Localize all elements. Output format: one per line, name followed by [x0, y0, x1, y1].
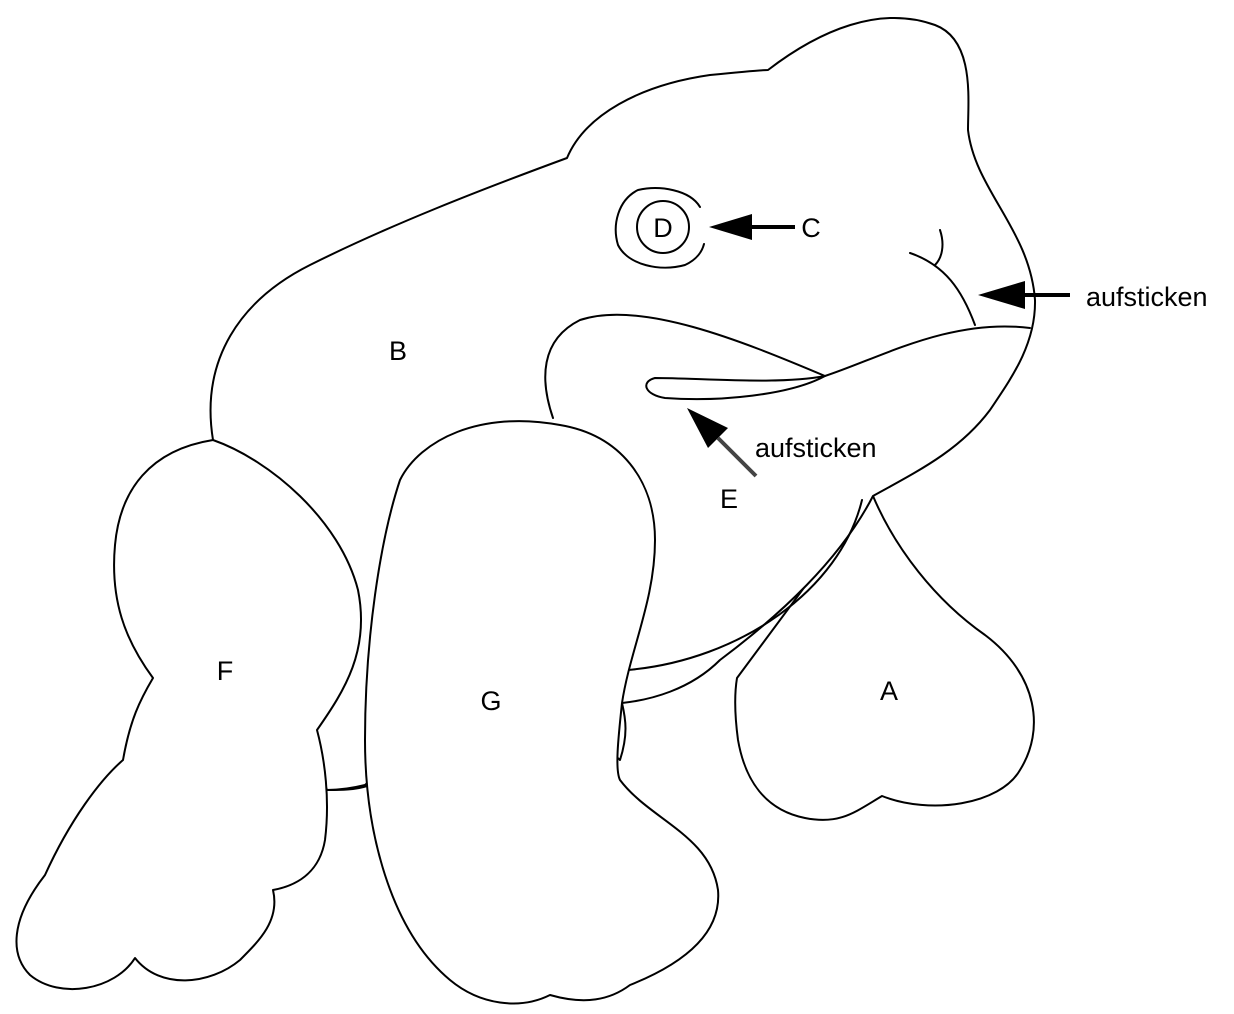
label-piece-b: B [389, 336, 407, 366]
nostril-embroidery-line [909, 252, 976, 326]
label-piece-f: F [217, 656, 234, 686]
label-piece-a: A [880, 676, 898, 706]
piece-c-eye-ring [614, 187, 705, 269]
label-piece-g: G [480, 686, 501, 716]
arrow-shaft-mouth [716, 436, 758, 478]
label-embroider-nostril: aufsticken [1086, 282, 1208, 312]
arrow-head-c [709, 214, 752, 240]
arrow-head-mouth [687, 408, 728, 448]
label-piece-c: C [801, 213, 821, 243]
piece-a-back-foot [734, 495, 1035, 821]
mouth-embroidery-slit [645, 375, 826, 401]
piece-d-eye [636, 200, 690, 254]
label-piece-e: E [720, 484, 738, 514]
strip-f-g [326, 785, 368, 791]
belly-seam [627, 499, 863, 671]
mouth-lip-outline [544, 313, 1031, 419]
piece-f-front-foot [15, 439, 363, 990]
piece-g-hind-leg [364, 420, 720, 1005]
arrow-head-nostril [978, 281, 1025, 309]
nostril-embroidery-branch [934, 229, 944, 266]
label-piece-d: D [653, 213, 673, 243]
label-embroider-mouth: aufsticken [755, 433, 877, 463]
